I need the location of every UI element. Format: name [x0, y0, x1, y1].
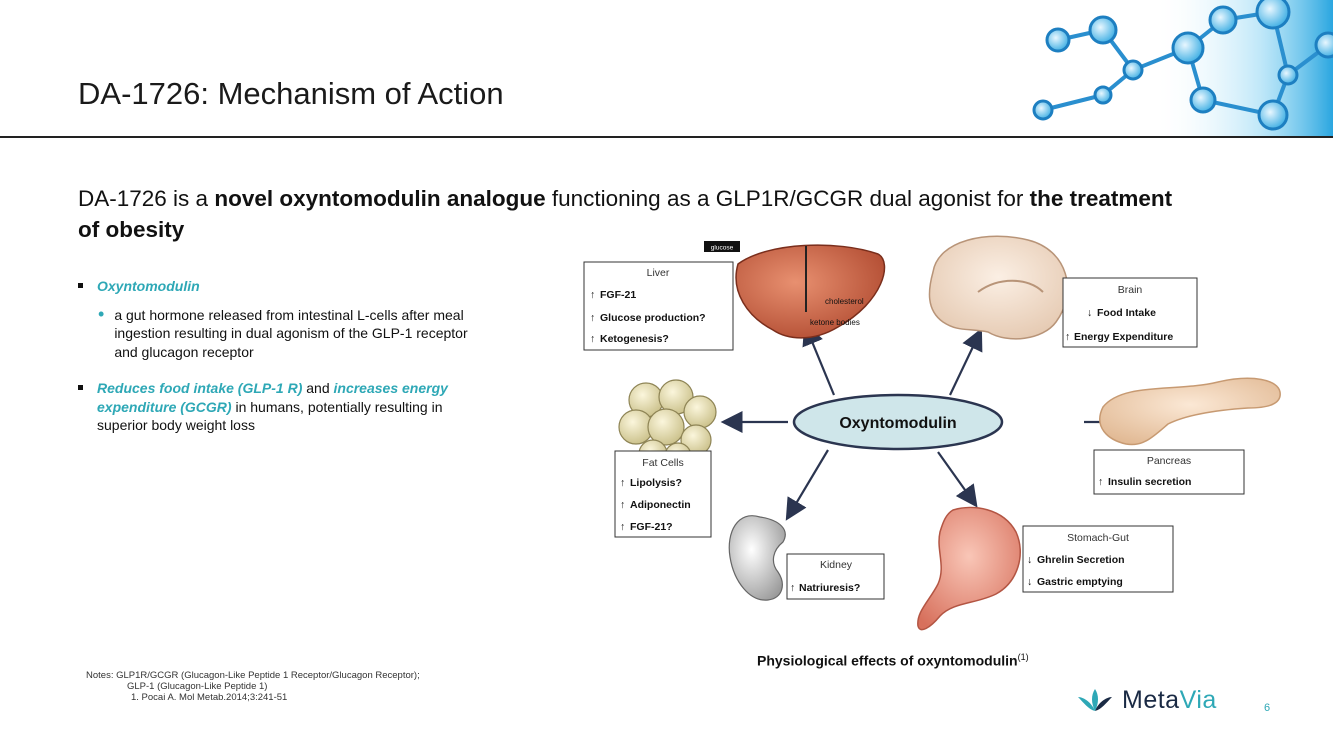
svg-text:Gastric emptying: Gastric emptying [1037, 576, 1123, 588]
liver-box [583, 261, 734, 351]
bullet-square-icon [78, 283, 83, 288]
slide-title: DA-1726: Mechanism of Action [78, 76, 504, 111]
svg-text:glucose: glucose [711, 245, 734, 252]
svg-text:Food Intake: Food Intake [1097, 307, 1156, 319]
brain-box [1062, 277, 1198, 348]
pancreas-illustration [1099, 377, 1281, 446]
pancreas-box [1093, 449, 1245, 495]
svg-text:↑: ↑ [590, 312, 595, 324]
svg-text:↓: ↓ [1027, 554, 1032, 566]
svg-text:↑: ↑ [1065, 331, 1070, 343]
svg-text:FGF-21: FGF-21 [600, 289, 636, 301]
metavia-logo: MetaVia [1078, 686, 1217, 715]
svg-text:FGF-21?: FGF-21? [630, 521, 673, 533]
svg-text:↑: ↑ [1098, 476, 1103, 488]
dot-icon: • [98, 303, 105, 324]
leaf-logo-icon [1078, 688, 1112, 711]
svg-text:Pancreas: Pancreas [1147, 455, 1191, 467]
svg-text:Fat Cells: Fat Cells [642, 457, 683, 469]
fat-cells-box [614, 450, 712, 538]
svg-text:Liver: Liver [647, 267, 670, 279]
sub-bullet: • a gut hormone released from intestinal… [98, 303, 468, 360]
svg-text:↑: ↑ [590, 333, 595, 345]
svg-text:↑: ↑ [790, 582, 795, 594]
page-number: 6 [1264, 702, 1271, 714]
diagram-caption: Physiological effects of oxyntomodulin(1… [757, 652, 1029, 669]
svg-text:ketone bodies: ketone bodies [810, 318, 860, 327]
svg-text:Ghrelin Secretion: Ghrelin Secretion [1037, 554, 1125, 566]
svg-text:↑: ↑ [620, 477, 625, 489]
svg-text:Adiponectin: Adiponectin [630, 499, 691, 511]
svg-text:↑: ↑ [620, 499, 625, 511]
stomach-illustration [917, 506, 1021, 631]
kidney-box [786, 553, 885, 600]
svg-text:Kidney: Kidney [820, 559, 853, 571]
oxyntomodulin-node [792, 393, 1004, 451]
liver-illustration [735, 244, 886, 339]
svg-text:Energy Expenditure: Energy Expenditure [1074, 331, 1173, 343]
svg-text:↓: ↓ [1027, 576, 1032, 588]
title-divider [0, 136, 1333, 138]
bullet-square-icon [78, 385, 83, 390]
svg-text:Brain: Brain [1118, 284, 1143, 296]
headline: DA-1726 is a novel oxyntomodulin analogu… [78, 186, 1173, 242]
molecule-graphic [1032, 0, 1333, 136]
bullet-effects: Reduces food intake (GLP-1 R) and increa… [78, 379, 473, 435]
stomach-gut-box [1022, 525, 1174, 593]
svg-text:Stomach-Gut: Stomach-Gut [1067, 532, 1129, 544]
svg-text:↑: ↑ [620, 521, 625, 533]
svg-text:Oxyntomodulin: Oxyntomodulin [839, 415, 956, 432]
bullet-list: Oxyntomodulin • a gut hormone released f… [78, 277, 473, 435]
svg-text:Natriuresis?: Natriuresis? [799, 582, 860, 594]
footnotes: Notes: GLP1R/GCGR (Glucagon-Like Peptide… [86, 670, 420, 703]
svg-text:↑: ↑ [590, 289, 595, 301]
svg-text:↓: ↓ [1087, 307, 1092, 319]
oxyntomodulin-diagram: Oxyntomodulin glucose cholesterol ketone… [583, 235, 1281, 631]
svg-text:Ketogenesis?: Ketogenesis? [600, 333, 669, 345]
bullet-oxyntomodulin: Oxyntomodulin [78, 277, 473, 296]
brain-illustration [928, 235, 1069, 340]
svg-text:Lipolysis?: Lipolysis? [630, 477, 682, 489]
svg-text:Insulin secretion: Insulin secretion [1108, 476, 1191, 488]
svg-text:Glucose production?: Glucose production? [600, 312, 706, 324]
kidney-illustration [728, 515, 786, 601]
svg-text:cholesterol: cholesterol [825, 297, 864, 306]
